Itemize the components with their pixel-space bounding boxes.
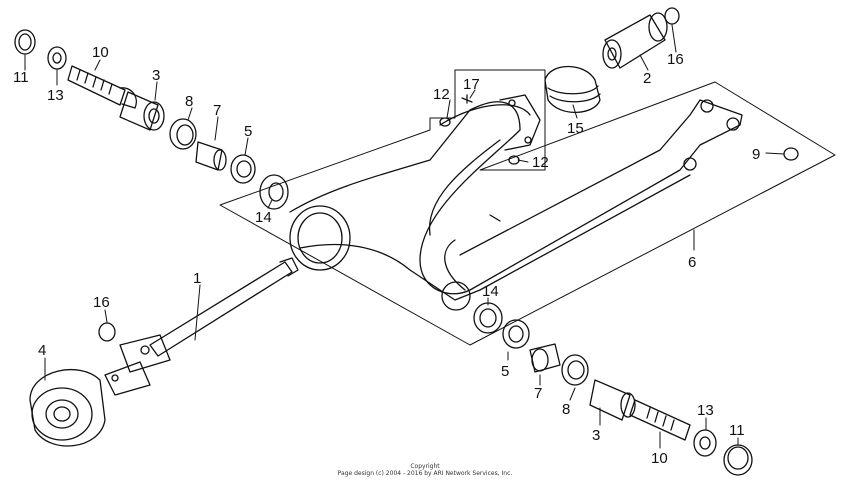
collar-right[interactable] — [589, 379, 636, 421]
callout-3-top: 3 — [152, 67, 160, 84]
callout-8-top: 8 — [185, 93, 193, 110]
clip-left[interactable] — [98, 322, 116, 342]
spacer-left[interactable] — [195, 141, 227, 171]
callout-5-top: 5 — [244, 123, 252, 140]
callout-10-bottom: 10 — [651, 450, 668, 467]
pivot-bolt-left[interactable] — [67, 65, 137, 109]
callout-16-top: 16 — [667, 51, 684, 68]
callout-15: 15 — [567, 120, 584, 137]
swingarm-group-boundary — [219, 69, 836, 346]
callout-12-upper: 12 — [433, 86, 450, 103]
washer-right[interactable] — [693, 429, 717, 457]
callout-10-top: 10 — [92, 44, 109, 61]
callout-12-lower: 12 — [532, 154, 549, 171]
callout-1: 1 — [193, 270, 201, 287]
clip-top[interactable] — [664, 7, 680, 25]
callout-14-bottom: 14 — [482, 283, 499, 300]
collar-left[interactable] — [119, 91, 165, 131]
bushing-top[interactable] — [602, 12, 668, 69]
callout-2: 2 — [643, 70, 651, 87]
callout-4: 4 — [38, 342, 46, 359]
callout-labels: 11 13 10 3 8 7 5 14 2 16 15 12 17 12 9 6… — [13, 44, 760, 467]
seal-right[interactable] — [561, 354, 589, 386]
spacer-right[interactable] — [529, 343, 561, 373]
pivot-bolt-right[interactable] — [629, 399, 691, 441]
copyright-label: Copyright — [410, 463, 440, 470]
ring-right[interactable] — [502, 319, 530, 349]
callout-3-bottom: 3 — [592, 427, 600, 444]
callout-13-top: 13 — [47, 87, 64, 104]
cap-nut-left[interactable] — [14, 29, 36, 55]
callout-14-top: 14 — [255, 209, 272, 226]
seal-left[interactable] — [169, 118, 197, 150]
washer-left[interactable] — [47, 46, 67, 70]
ring-left[interactable] — [230, 154, 256, 184]
callout-17: 17 — [463, 76, 480, 93]
dust-boot[interactable] — [544, 66, 601, 113]
nut-right[interactable] — [783, 147, 799, 161]
callout-13-bottom: 13 — [697, 402, 714, 419]
leader-lines — [24, 24, 785, 449]
callout-11-bottom: 11 — [729, 422, 745, 439]
copyright-notice: Page design (c) 2004 - 2016 by ARI Netwo… — [337, 470, 513, 477]
callout-8-bottom: 8 — [562, 401, 570, 418]
bearing-left[interactable] — [259, 174, 289, 210]
bolt-upper[interactable] — [439, 117, 451, 127]
callout-9: 9 — [752, 146, 760, 163]
callout-6: 6 — [688, 254, 696, 271]
callout-7-bottom: 7 — [534, 385, 542, 402]
bearing-right[interactable] — [473, 302, 503, 334]
callout-5-bottom: 5 — [501, 363, 509, 380]
callout-7-top: 7 — [213, 102, 221, 119]
callout-16-left: 16 — [93, 294, 110, 311]
small-bolt[interactable] — [461, 94, 473, 104]
drive-shaft[interactable] — [104, 257, 299, 396]
callout-11-top: 11 — [13, 69, 29, 86]
dust-cover[interactable] — [29, 368, 106, 447]
swing-arm[interactable] — [289, 94, 743, 311]
